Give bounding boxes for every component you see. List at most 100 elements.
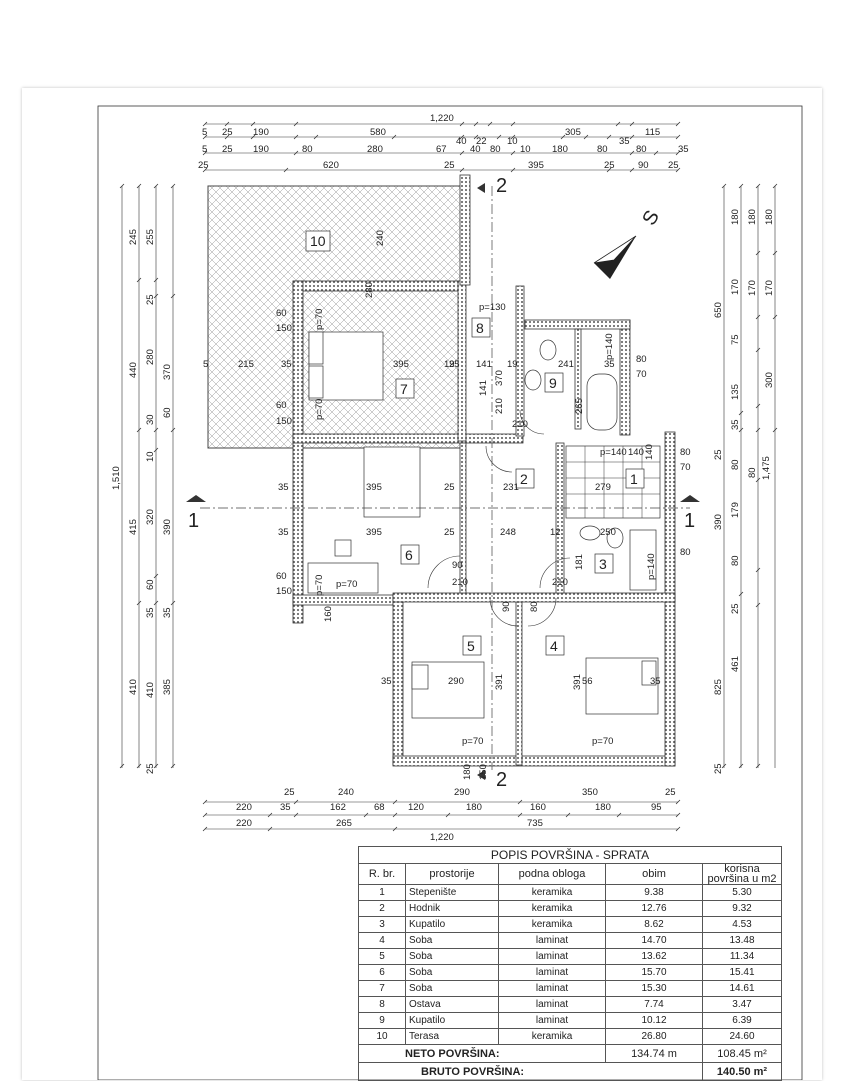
svg-text:580: 580: [370, 127, 386, 138]
svg-text:35: 35: [281, 359, 292, 370]
row-room: Kupatilo: [405, 916, 499, 933]
svg-text:410: 410: [128, 679, 139, 695]
svg-text:140: 140: [628, 447, 644, 458]
svg-text:395: 395: [393, 359, 409, 370]
row-number: 1: [358, 884, 406, 901]
svg-text:35: 35: [145, 607, 156, 618]
svg-text:150: 150: [276, 586, 292, 597]
svg-text:160: 160: [323, 606, 334, 622]
svg-text:60: 60: [276, 308, 287, 319]
svg-text:180: 180: [595, 802, 611, 813]
row-perimeter: 7.74: [605, 996, 703, 1013]
row-floor: keramika: [498, 900, 606, 917]
svg-text:160: 160: [530, 802, 546, 813]
svg-text:179: 179: [730, 502, 741, 518]
svg-text:320: 320: [145, 509, 156, 525]
svg-text:70: 70: [680, 462, 691, 473]
svg-text:180: 180: [552, 144, 568, 155]
row-area: 14.61: [702, 980, 782, 997]
svg-text:25: 25: [665, 787, 676, 798]
neto-value: 108.45 m²: [702, 1044, 782, 1063]
dims-right: 650 25 390 825 25 180 170 75 135 35 80 1…: [713, 209, 775, 774]
svg-text:280: 280: [145, 349, 156, 365]
row-perimeter: 14.70: [605, 932, 703, 949]
room-number-5: 5: [467, 638, 475, 654]
row-number: 6: [358, 964, 406, 981]
svg-text:35: 35: [604, 359, 615, 370]
row-number: 8: [358, 996, 406, 1013]
svg-text:80: 80: [680, 547, 691, 558]
svg-text:p=70: p=70: [314, 575, 325, 596]
svg-text:220: 220: [236, 802, 252, 813]
row-area: 24.60: [702, 1028, 782, 1045]
svg-text:210: 210: [452, 577, 468, 588]
svg-text:290: 290: [448, 676, 464, 687]
svg-text:440: 440: [128, 362, 139, 378]
svg-text:35: 35: [381, 676, 392, 687]
row-floor: laminat: [498, 1012, 606, 1029]
row-area: 3.47: [702, 996, 782, 1013]
svg-text:p=140: p=140: [646, 553, 657, 580]
svg-text:80: 80: [490, 144, 501, 155]
svg-text:1,220: 1,220: [430, 113, 454, 124]
row-room: Terasa: [405, 1028, 499, 1045]
room-number-6: 6: [405, 547, 413, 563]
room-number-3: 3: [599, 556, 607, 572]
row-perimeter: 15.70: [605, 964, 703, 981]
row-area: 4.53: [702, 916, 782, 933]
svg-text:210: 210: [494, 398, 505, 414]
svg-text:140: 140: [644, 444, 655, 460]
svg-text:150: 150: [478, 764, 489, 780]
svg-text:95: 95: [651, 802, 662, 813]
svg-text:150: 150: [276, 416, 292, 427]
svg-text:35: 35: [162, 607, 173, 618]
svg-text:25: 25: [713, 763, 724, 774]
svg-text:620: 620: [323, 160, 339, 171]
svg-text:461: 461: [730, 656, 741, 672]
row-area: 13.48: [702, 932, 782, 949]
section-mark-horizontal-right: 1: [684, 510, 695, 532]
svg-text:25: 25: [730, 603, 741, 614]
svg-text:135: 135: [730, 384, 741, 400]
svg-text:80: 80: [636, 144, 647, 155]
svg-text:p=130: p=130: [479, 302, 506, 313]
svg-text:90: 90: [638, 160, 649, 171]
svg-text:190: 190: [253, 127, 269, 138]
svg-text:80: 80: [730, 459, 741, 470]
svg-text:241: 241: [558, 359, 574, 370]
svg-text:p=140: p=140: [600, 447, 627, 458]
svg-text:5: 5: [202, 144, 207, 155]
svg-text:67: 67: [436, 144, 447, 155]
room-number-7: 7: [400, 381, 408, 397]
svg-text:210: 210: [552, 577, 568, 588]
svg-text:735: 735: [527, 818, 543, 829]
svg-text:19: 19: [507, 359, 518, 370]
row-perimeter: 15.30: [605, 980, 703, 997]
svg-text:415: 415: [128, 519, 139, 535]
svg-text:25: 25: [713, 449, 724, 460]
row-area: 9.32: [702, 900, 782, 917]
svg-text:170: 170: [747, 280, 758, 296]
svg-text:162: 162: [330, 802, 346, 813]
row-floor: laminat: [498, 964, 606, 981]
north-label: S: [638, 207, 664, 230]
svg-text:80: 80: [302, 144, 313, 155]
svg-text:25: 25: [198, 160, 209, 171]
svg-text:25: 25: [444, 527, 455, 538]
svg-text:265: 265: [336, 818, 352, 829]
svg-text:255: 255: [145, 229, 156, 245]
svg-text:5: 5: [203, 359, 208, 370]
svg-text:215: 215: [238, 359, 254, 370]
walls: [292, 174, 676, 767]
fixtures: [307, 331, 661, 719]
svg-text:245: 245: [128, 229, 139, 245]
svg-text:12: 12: [550, 527, 561, 538]
row-number: 7: [358, 980, 406, 997]
